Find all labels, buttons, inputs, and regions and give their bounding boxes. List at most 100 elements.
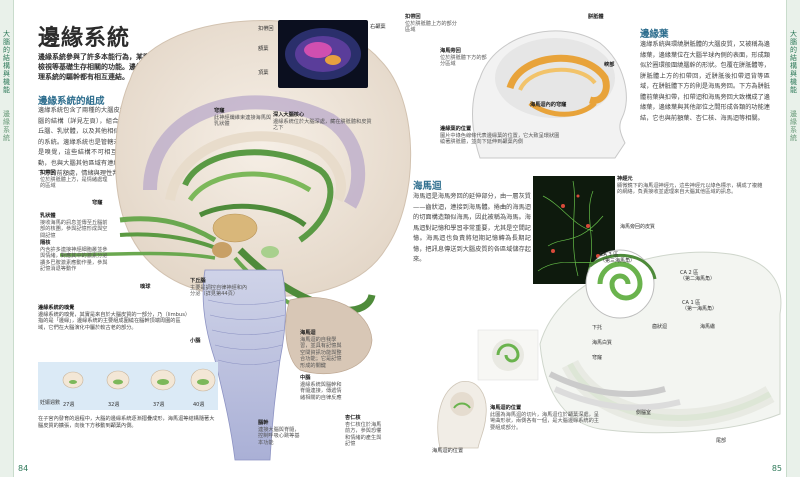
limbic-label-parahippo: 海馬旁回 位於胼胝體下方的部分區域	[440, 48, 490, 68]
limbic-label-isthmus-name: 峽部	[604, 62, 615, 68]
label-midbrain: 中腦 邊緣系統與腦幹和脊髓連接，傳遞情緒相關的自律反應	[300, 375, 342, 401]
limbic-label-parahippo-name: 海馬旁回	[440, 48, 461, 54]
limbic-label-callosum-name: 胼胝體	[588, 14, 604, 20]
embryo-label-4: 40週	[193, 402, 205, 408]
diagram-label-fornix: 穹窿	[592, 355, 603, 361]
label-amygdala-desc: 杏仁核位於海馬前方，參與恐懼和情緒的產生與記憶	[345, 421, 382, 448]
section-heading-hippocampus: 海馬迴	[413, 181, 442, 192]
label-midbrain-desc: 邊緣系統與腦幹和脊髓連接，傳遞情緒相關的自律反應	[300, 381, 342, 401]
page-title: 邊緣系統	[38, 26, 131, 51]
scan-label-b: 額葉	[258, 46, 269, 52]
label-brainstem: 腦幹 連接大腦與脊髓，控制呼吸心跳等基本功能	[258, 420, 302, 446]
label-hippocampus-desc: 海馬迴的自我學習，並具有記憶與空間資訊功能與整合功能；它是記憶形成的關鍵	[300, 336, 342, 369]
olfaction-box-body: 邊緣系統的嗅覺，其實是來自於大腦皮質的一部分，乃（limbus）指的是「邊緣」，…	[38, 311, 188, 331]
hippocampus-location-head	[437, 381, 487, 449]
embryo-caption: 在子宮內發育的過程中，大腦的邊緣系統逐漸摺疊成形，海馬迴等結構隨著大腦皮質的擴張…	[38, 416, 215, 429]
limbic-label-fornix-name: 海馬迴內的穹窿	[530, 102, 567, 108]
scan-label-a: 扣帶回	[258, 26, 274, 32]
limbic-caption-body: 圖片中綠色線條代表邊緣葉的位置，它大致呈環狀圍繞著胼胝體，並向下延伸到顳葉內側	[440, 132, 560, 146]
limbic-label-fornix: 海馬迴內的穹窿	[530, 102, 566, 109]
hippo-location-heading: 海馬迴的位置	[490, 405, 522, 411]
label-cerebellum-name: 小腦	[190, 338, 201, 344]
label-amygdala: 杏仁核 杏仁核位於海馬前方，參與恐懼和情緒的產生與記憶	[345, 415, 385, 448]
limbic-lobe-head-diagram	[472, 30, 627, 159]
hippocampus-3d-inset	[477, 329, 539, 381]
label-amygdala-name: 杏仁核	[345, 415, 361, 421]
label-cingulate: 扣帶回 位於胼胝體上方，是情緒處理的區域	[40, 170, 108, 190]
embryo-label-2: 32週	[108, 402, 120, 408]
label-fornix-2-name: 穹窿	[214, 108, 225, 114]
left-side-tab: 大腦的結構與機能 邊緣系統	[0, 0, 14, 477]
diagram-label-parahippo: 海馬旁回的皮質	[620, 224, 656, 230]
scan-label-c: 頂葉	[258, 70, 269, 76]
diagram-label-ventricle: 側腦室	[636, 410, 652, 416]
embryo-label-0: 妊娠週數	[40, 400, 61, 406]
label-hypothalamus-desc: 主要是調控自律神經和內分泌（詳見第44頁）	[190, 284, 248, 298]
label-deep-brain-name: 深入大腦核心	[273, 112, 305, 118]
micrograph-heading: 神經元	[617, 176, 633, 182]
diagram-label-alveus: 海馬白質	[592, 340, 613, 346]
hippocampus-section-diagram	[539, 249, 782, 434]
page-number-right: 85	[771, 464, 782, 473]
hippo-location-caption: 海馬迴的位置 此圖為海馬迴的切片，海馬迴位於顳葉深處，呈彎曲形狀，兩側各有一個，…	[490, 405, 600, 431]
label-fornix-name: 穹窿	[92, 200, 103, 206]
embryo-label-1: 27週	[63, 402, 75, 408]
label-hippocampus: 海馬迴 海馬迴的自我學習，並具有記憶與空間資訊功能與整合功能；它是記憶形成的關鍵	[300, 330, 342, 369]
label-olfactory-name: 嗅球	[140, 284, 151, 290]
limbic-label-cingulate: 扣帶回 位於胼胝體上方的部分區域	[405, 14, 461, 34]
label-fornix-2-desc: 此神經纖維束連接海馬與乳狀體	[214, 114, 272, 128]
left-tab-label: 大腦的結構與機能	[3, 30, 10, 94]
olfaction-box-heading: 邊緣系統的嗅覺	[38, 305, 75, 311]
label-hypothalamus-name: 下丘腦	[190, 278, 206, 284]
right-tab-label: 大腦的結構與機能	[790, 30, 797, 94]
olfaction-box: 邊緣系統的嗅覺 邊緣系統的嗅覺，其實是來自於大腦皮質的一部分，乃（limbus）…	[38, 305, 188, 331]
label-septum-name: 隔核	[40, 240, 51, 246]
label-cingulate-name: 扣帶回	[40, 170, 56, 176]
diagram-label-tail: 尾部	[716, 438, 727, 444]
label-olfactory: 嗅球	[140, 284, 150, 291]
scan-label-d: 右顳葉	[370, 24, 386, 30]
hippo-location-body: 此圖為海馬迴的切片，海馬迴位於顳葉深處，呈彎曲形狀，兩側各有一個，是大腦邊緣系統…	[490, 411, 599, 431]
label-fornix-2: 穹窿 此神經纖維束連接海馬與乳狀體	[214, 108, 274, 128]
section-heading-limbic-lobe: 邊緣葉	[640, 29, 669, 40]
limbic-label-cingulate-desc: 位於胼胝體上方的部分區域	[405, 20, 457, 34]
left-tab-sub: 邊緣系統	[3, 110, 10, 142]
label-midbrain-name: 中腦	[300, 375, 311, 381]
embryo-strip	[38, 362, 218, 410]
label-deep-brain: 深入大腦核心 邊緣系統位於大腦深處，藏在胼胝體和皮質之下	[273, 112, 373, 132]
limbic-label-parahippo-desc: 位於胼胝體下方的部分區域	[440, 54, 487, 68]
diagram-label-dentate: 齒狀迴	[652, 324, 668, 330]
label-brainstem-name: 腦幹	[258, 420, 269, 426]
limbic-label-cingulate-name: 扣帶回	[405, 14, 421, 20]
page-number-left: 84	[18, 464, 29, 473]
label-cerebellum: 小腦	[190, 338, 200, 345]
diagram-label-fimbria: 海馬繖	[700, 324, 716, 330]
embryo-label-3: 37週	[153, 402, 165, 408]
label-mammillary-name: 乳狀體	[40, 213, 56, 219]
label-mammillary-desc: 接收海馬的訊息並傳至丘腦前部的核團，參與記憶形成與空間記憶	[40, 219, 108, 239]
right-tab-sub: 邊緣系統	[790, 110, 797, 142]
section-body-hippocampus: 海馬迴是海馬旁回的延伸部分，由一層灰質——齒狀迴，連接到海馬體。捲曲的海馬迴的切…	[413, 193, 531, 263]
limbic-caption: 邊緣葉的位置 圖片中綠色線條代表邊緣葉的位置，它大致呈環狀圍繞著胼胝體，並向下延…	[440, 126, 560, 146]
label-septum-desc: 內含許多連接神經細胞叢並參與情緒，對應其中的激素分泌讀多巴胺激素應動作量，參與記…	[40, 246, 108, 273]
limbic-label-callosum: 胼胝體	[588, 14, 634, 21]
label-septum: 隔核 內含許多連接神經細胞叢並參與情緒，對應其中的激素分泌讀多巴胺激素應動作量，…	[40, 240, 110, 273]
section-body-limbic-lobe: 邊緣系統與環繞胼胝體的大腦皮質，又被稱為邊緣葉，邊緣葉位在大腦半球內側的表面，形…	[640, 41, 770, 122]
label-hippocampus-name: 海馬迴	[300, 330, 316, 336]
label-brainstem-desc: 連接大腦與脊髓，控制呼吸心跳等基本功能	[258, 426, 300, 446]
diagram-label-ca2: CA 2 區 （第二海馬角）	[680, 270, 716, 283]
section-body-composition: 邊緣系統包含了兩種的大腦皮質「邊緣葉」與非腦的結構（詳見左頁），組合而已形：下丘…	[38, 107, 170, 177]
label-deep-brain-desc: 邊緣系統位於大腦深處，藏在胼胝體和皮質之下	[273, 118, 372, 132]
right-side-tab: 大腦的結構與機能 邊緣系統	[786, 0, 800, 477]
diagram-label-subiculum: 下托	[592, 325, 603, 331]
label-fornix: 穹窿	[92, 200, 102, 207]
section-heading-composition: 邊緣系統的組成	[38, 96, 105, 107]
micrograph-body: 顯微鏡下的海馬迴神經元，這些神經元以綠色標示，構成了複雜的網絡，負責接收並處理來…	[617, 182, 763, 196]
label-cingulate-desc: 位於胼胝體上方，是情緒處理的區域	[40, 176, 108, 190]
hippo-inset-label: 海馬迴的位置	[432, 448, 464, 454]
label-mammillary: 乳狀體 接收海馬的訊息並傳至丘腦前部的核團，參與記憶形成與空間記憶	[40, 213, 108, 239]
limbic-caption-heading: 邊緣葉的位置	[440, 126, 472, 132]
label-hypothalamus: 下丘腦 主要是調控自律神經和內分泌（詳見第44頁）	[190, 278, 250, 298]
